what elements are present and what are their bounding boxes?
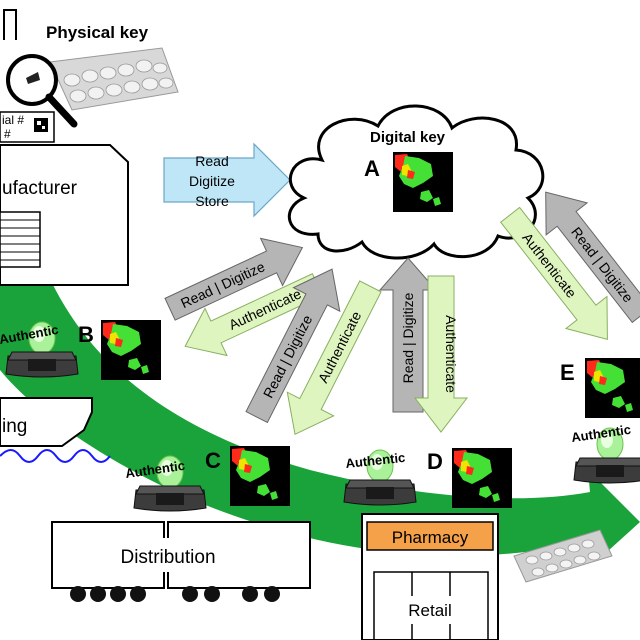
physical-key-panel: Physical key ial # # bbox=[0, 9, 179, 143]
store-arrow-line3: Store bbox=[195, 193, 229, 209]
checkpoint-e-key-image bbox=[585, 358, 640, 418]
manufacturer-label: ufacturer bbox=[2, 178, 78, 199]
checkpoint-d-letter: D bbox=[427, 449, 443, 474]
distribution-label: Distribution bbox=[120, 547, 215, 568]
checkpoint-d: Authentic D bbox=[343, 448, 512, 508]
serial-line-1: ial # bbox=[2, 113, 24, 127]
conveyor-wave bbox=[0, 449, 111, 463]
store-arrow-line1: Read bbox=[195, 153, 228, 169]
pharmacy-sign-label: Pharmacy bbox=[392, 528, 469, 547]
digital-key-title: Digital key bbox=[370, 129, 446, 146]
manufacturer-building: ufacturer bbox=[0, 144, 129, 286]
arrow-d-auth-label: Authenticate bbox=[443, 315, 459, 393]
pharmacy-building: Pharmacy Retail bbox=[361, 513, 499, 640]
checkpoint-d-key-image bbox=[452, 448, 512, 508]
distribution-trucks: Distribution bbox=[51, 521, 311, 602]
digital-key-cloud: Digital key A bbox=[287, 104, 545, 260]
retail-label: Retail bbox=[408, 601, 451, 620]
checkpoint-c-letter: C bbox=[205, 448, 221, 473]
physical-key-title: Physical key bbox=[46, 23, 149, 42]
checkpoint-b: Authentic B bbox=[0, 320, 161, 380]
truck-wheels bbox=[70, 586, 280, 602]
checkpoint-c: Authentic C bbox=[124, 446, 290, 512]
checkpoint-d-authentic: Authentic bbox=[345, 450, 406, 471]
arrow-d-read-label: Read | Digitize bbox=[400, 292, 416, 383]
arrow-pair-d: Read | Digitize Authenticate bbox=[378, 257, 469, 433]
magnifier-icon bbox=[6, 54, 78, 128]
pharmacy-sign bbox=[366, 521, 494, 551]
checkpoint-c-key-image bbox=[230, 446, 290, 506]
serial-line-2: # bbox=[4, 127, 11, 141]
blister-pack-image bbox=[49, 47, 179, 111]
end-blister-pack bbox=[513, 529, 613, 583]
checkpoint-b-letter: B bbox=[78, 322, 94, 347]
checkpoint-e-letter: E bbox=[560, 360, 575, 385]
checkpoint-e: Authentic E bbox=[560, 358, 640, 484]
packaging-label: ing bbox=[2, 416, 27, 437]
digital-key-letter: A bbox=[364, 156, 380, 181]
digital-key-image bbox=[393, 152, 453, 212]
packaging-stage: ing bbox=[0, 397, 111, 463]
arrow-pair-c: Read | Digitize Authenticate bbox=[245, 268, 382, 436]
store-arrow-line2: Digitize bbox=[189, 173, 235, 189]
checkpoint-b-key-image bbox=[101, 320, 161, 380]
store-arrow: Read Digitize Store bbox=[163, 142, 291, 218]
